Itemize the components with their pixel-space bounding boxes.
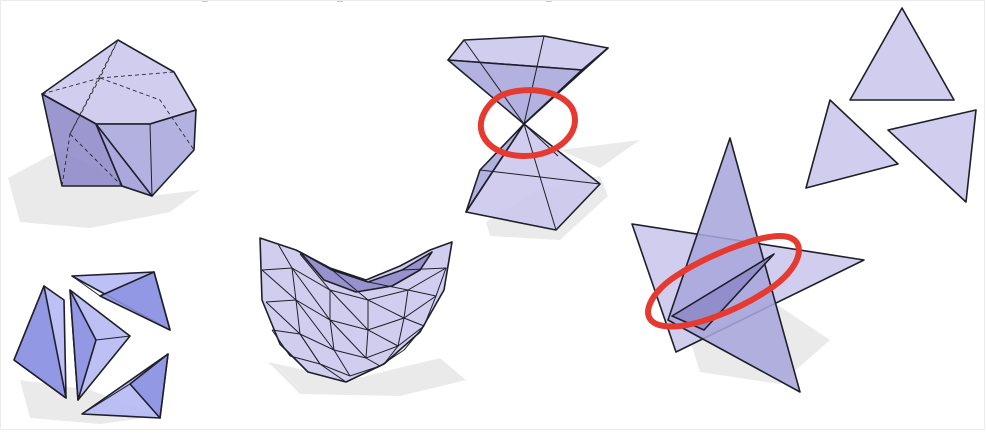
triangle-right xyxy=(888,110,976,202)
icosahedron xyxy=(8,40,200,228)
top-tick-mark xyxy=(202,0,208,2)
saddle-surface xyxy=(260,238,466,396)
separated-triangles xyxy=(806,8,976,202)
exploded-tetrahedra xyxy=(14,272,170,424)
top-tick-mark xyxy=(337,0,343,2)
triangle-left xyxy=(806,100,898,188)
triangle-top xyxy=(850,8,954,100)
double-cone-vertex xyxy=(448,36,640,240)
top-tick-mark xyxy=(546,0,552,2)
